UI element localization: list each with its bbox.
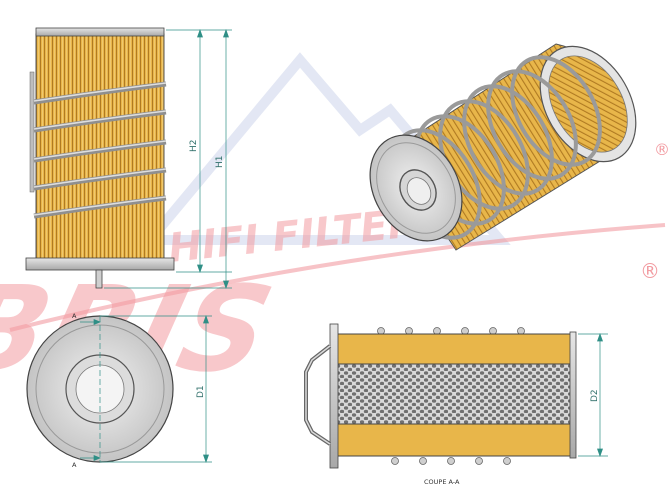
front-view: H2 H1 [25,27,232,290]
dimension-label-h1: H1 [215,156,225,169]
isometric-view [369,43,637,251]
isometric-outlet-hole [406,177,432,205]
watermark-mountain-shape [139,52,511,245]
section-mark-top: A [72,312,77,320]
section-outlet-bracket-highlight [305,345,331,445]
section-end-cap-left [329,323,339,469]
section-perforated-tube [335,363,573,425]
section-media-bottom [335,423,573,457]
front-view-spring-coils [33,81,167,219]
top-view-section-line [80,316,101,462]
section-media-top [335,333,573,365]
front-view-side-rod [29,71,35,193]
section-outlet-bracket [304,344,332,446]
dimension-lines-d1 [100,314,212,464]
watermark-swoosh [9,223,666,332]
front-view-top-cap [35,27,165,37]
section-view: D2 COUPE A-A [304,323,608,486]
dimension-label-d2: D2 [590,389,600,402]
dimension-lines-d2 [578,332,608,458]
section-mark-bottom: A [72,461,77,469]
dimension-lines-height [104,28,232,290]
top-view: A A D1 [26,312,212,469]
watermark-registered-top: ® [654,140,670,159]
front-view-outlet-pin [95,269,103,289]
isometric-back-cap-inner [548,55,628,153]
section-caption: COUPE A-A [424,478,460,486]
dimension-label-h2: H2 [189,140,199,153]
front-view-bottom-flange [25,257,175,271]
front-view-spring-highlight [33,82,167,216]
isometric-front-cap-rim [376,142,456,234]
watermark-registered-bottom: ® [640,259,660,283]
dimension-label-d1: D1 [196,385,206,398]
section-end-cap-right [569,331,577,459]
section-spring-studs [377,327,525,465]
